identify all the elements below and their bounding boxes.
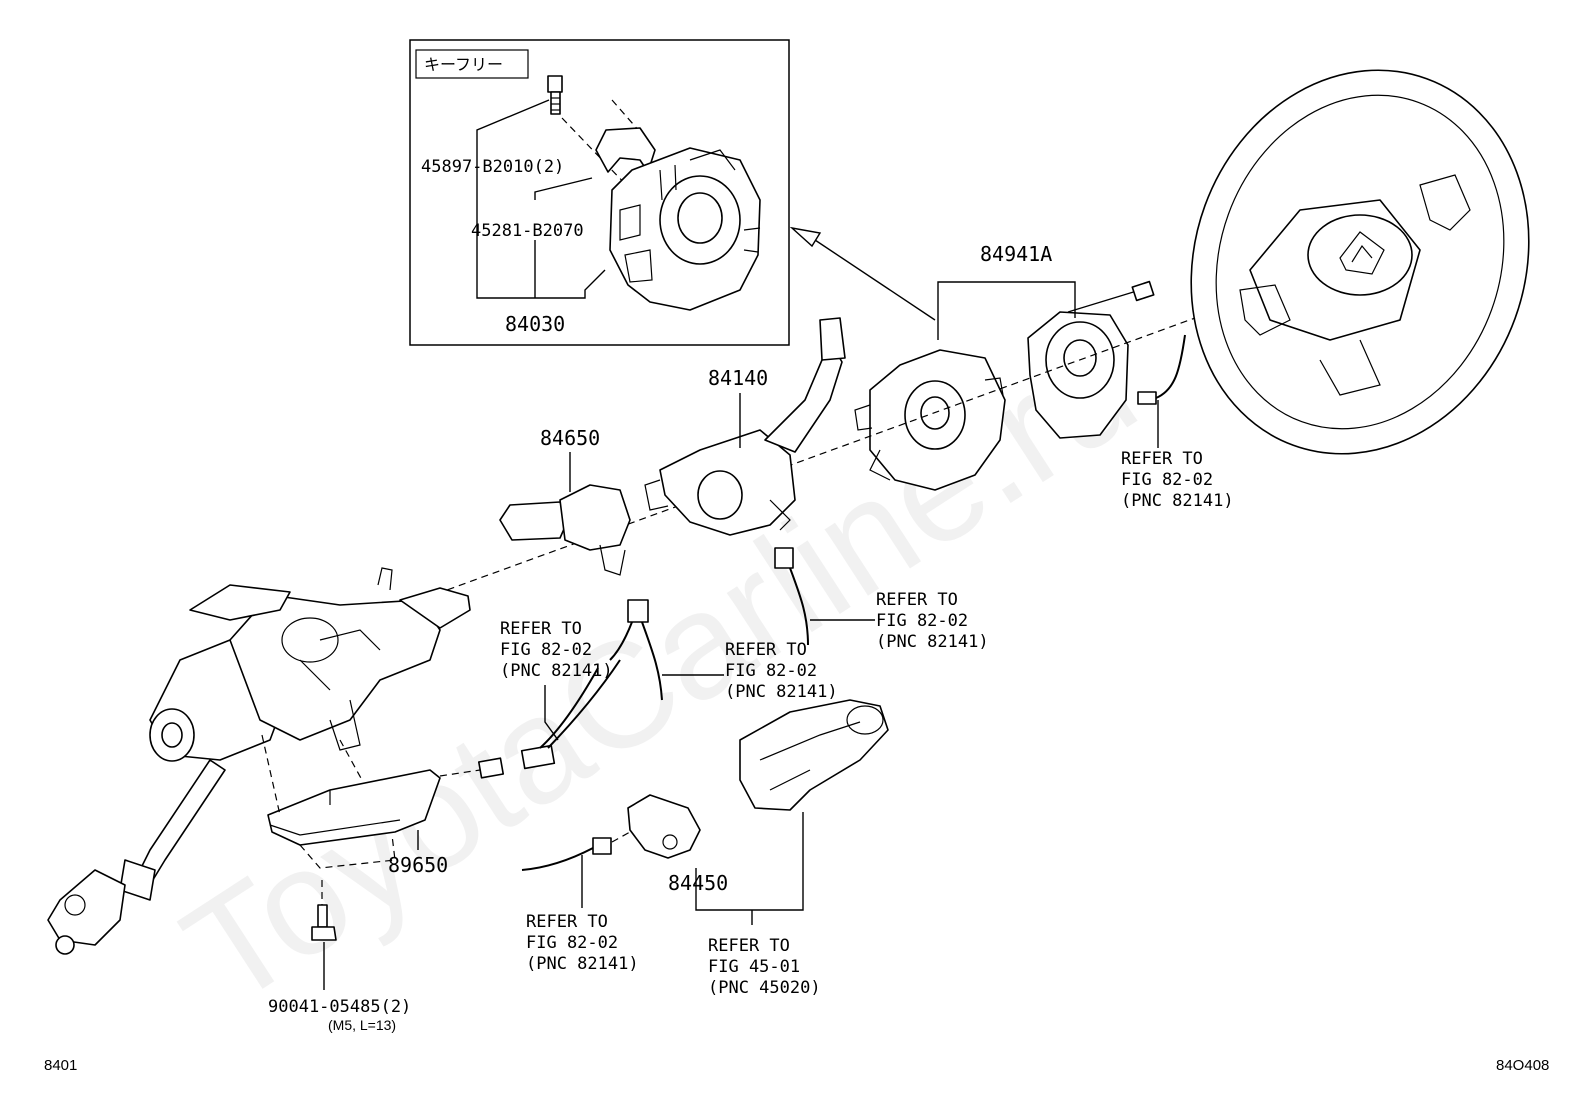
svg-text:(PNC 82141): (PNC 82141) xyxy=(526,954,639,974)
svg-text:(PNC 45020): (PNC 45020) xyxy=(708,978,821,998)
svg-text:REFER TO: REFER TO xyxy=(708,936,790,956)
svg-text:(PNC 82141): (PNC 82141) xyxy=(1121,491,1234,511)
bolt-90041 xyxy=(311,880,337,941)
svg-text:REFER TO: REFER TO xyxy=(876,590,958,610)
refer-note-1: REFER TO FIG 82-02 (PNC 82141) xyxy=(1121,449,1234,511)
svg-text:FIG 82-02: FIG 82-02 xyxy=(1121,470,1213,490)
label-84140: 84140 xyxy=(708,366,768,390)
inset-bolt xyxy=(547,75,563,115)
steering-wheel xyxy=(1190,69,1530,455)
wiper-switch-84140 xyxy=(644,317,846,646)
key-cylinder-84450 xyxy=(521,794,701,871)
combination-switch-body xyxy=(854,349,1006,491)
ignition-switch xyxy=(739,699,889,811)
label-90041-spec: (M5, L=13) xyxy=(328,1017,396,1033)
svg-text:FIG 45-01: FIG 45-01 xyxy=(708,957,800,977)
label-45281-b2070: 45281-B2070 xyxy=(471,221,584,241)
label-84450: 84450 xyxy=(668,871,728,895)
refer-note-2: REFER TO FIG 82-02 (PNC 82141) xyxy=(876,590,989,652)
svg-text:REFER TO: REFER TO xyxy=(500,619,582,639)
label-84941a: 84941A xyxy=(980,242,1052,266)
inset-panel: キーフリー 45897-B2010(2) 45281- xyxy=(409,39,790,346)
svg-text:FIG 82-02: FIG 82-02 xyxy=(725,661,817,681)
refer-note-6: REFER TO FIG 45-01 (PNC 45020) xyxy=(708,936,821,998)
label-84650: 84650 xyxy=(540,426,600,450)
label-84030: 84030 xyxy=(505,312,565,336)
refer-note-4: REFER TO FIG 82-02 (PNC 82141) xyxy=(500,619,613,681)
svg-text:REFER TO: REFER TO xyxy=(1121,449,1203,469)
svg-text:FIG 82-02: FIG 82-02 xyxy=(876,611,968,631)
label-45897-b2010: 45897-B2010(2) xyxy=(421,157,564,177)
spiral-cable-assembly xyxy=(1027,280,1186,439)
label-89650: 89650 xyxy=(388,853,448,877)
diagram-code-right: 84O408 xyxy=(1496,1057,1549,1074)
svg-text:FIG 82-02: FIG 82-02 xyxy=(526,933,618,953)
svg-text:(PNC 82141): (PNC 82141) xyxy=(725,682,838,702)
svg-text:FIG 82-02: FIG 82-02 xyxy=(500,640,592,660)
steering-column xyxy=(47,567,471,955)
svg-text:REFER TO: REFER TO xyxy=(526,912,608,932)
brand-logo-icon xyxy=(1339,231,1385,275)
inset-pointer-arrow xyxy=(789,226,936,321)
svg-text:(PNC 82141): (PNC 82141) xyxy=(500,661,613,681)
refer-note-3: REFER TO FIG 82-02 (PNC 82141) xyxy=(725,640,838,702)
inset-spiral-cable xyxy=(609,147,761,311)
diagram-code-left: 8401 xyxy=(44,1057,77,1074)
inset-title: キーフリー xyxy=(424,55,503,74)
svg-text:REFER TO: REFER TO xyxy=(725,640,807,660)
refer-note-5: REFER TO FIG 82-02 (PNC 82141) xyxy=(526,912,639,974)
svg-text:(PNC 82141): (PNC 82141) xyxy=(876,632,989,652)
label-90041-05485: 90041-05485(2) xyxy=(268,997,411,1017)
headlight-switch-84650 xyxy=(499,484,663,701)
